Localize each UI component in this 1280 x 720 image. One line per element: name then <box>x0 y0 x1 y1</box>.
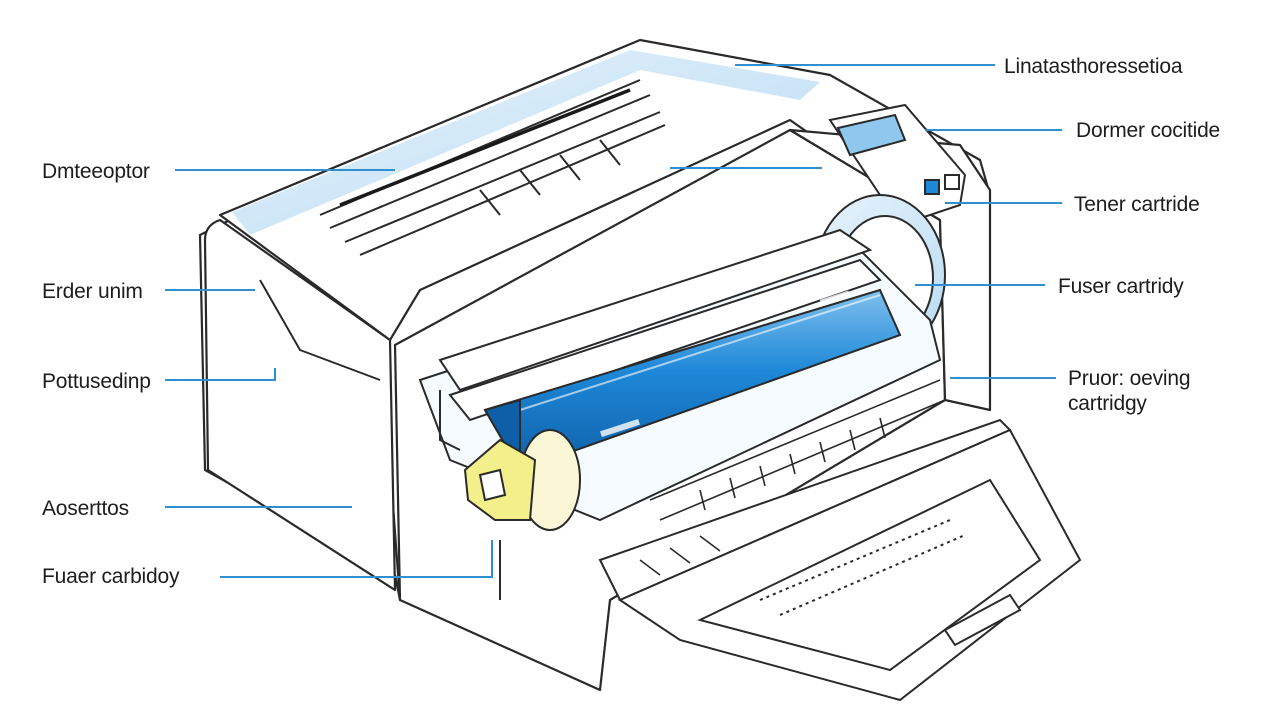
top-slot <box>319 79 666 256</box>
paper-tray <box>598 418 1082 702</box>
internal-ribs <box>639 379 946 576</box>
label-aoserttos: Aoserttos <box>42 497 129 520</box>
blue-roller <box>483 288 902 531</box>
leader-lines <box>165 64 1062 578</box>
label-fuser-cartridge-right: Fuser cartridy <box>1058 275 1184 298</box>
label-pottusedinp: Pottusedinp <box>42 370 151 393</box>
left-cavity-detail <box>259 279 501 600</box>
label-top-right: Linatasthoressetioa <box>1004 55 1183 78</box>
label-fuaer-carbidoy: Fuaer carbidoy <box>42 565 180 588</box>
yellow-handle <box>463 438 537 521</box>
label-erder-unim: Erder unim <box>42 280 143 303</box>
label-dormer-cocitide: Dormer cocitide <box>1076 119 1221 142</box>
label-toner-cartridge: Tener cartride <box>1074 193 1200 216</box>
label-dmteeoptor: Dmteeoptor <box>42 160 150 183</box>
label-processing-cartridge: Pruor: oeving cartridgy <box>1068 367 1191 416</box>
top-slot-detail <box>339 88 631 207</box>
control-panel <box>828 103 967 227</box>
